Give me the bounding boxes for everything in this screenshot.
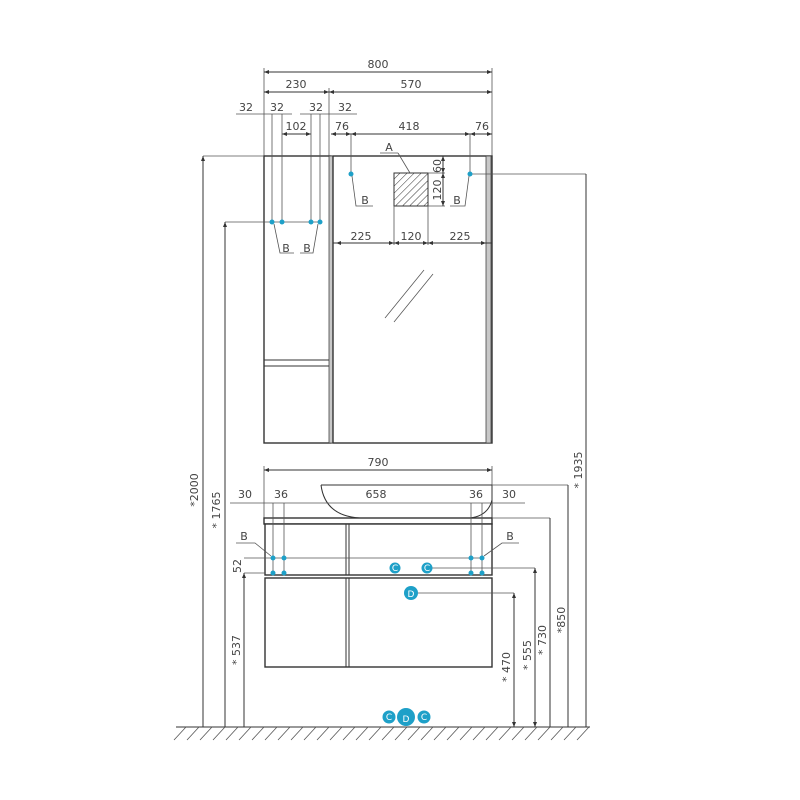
floor-hatch-line bbox=[550, 726, 564, 741]
floor-hatch-line bbox=[394, 726, 408, 741]
height-470: * 470 bbox=[500, 652, 513, 682]
dim-658: 658 bbox=[366, 488, 387, 501]
height-555: * 555 bbox=[521, 640, 534, 670]
dim-30: 30 bbox=[238, 488, 252, 501]
mirror-cabinet: B B A 60 120 225 120 225 bbox=[332, 134, 586, 444]
floor-hatch-line bbox=[472, 726, 486, 741]
label-b: B bbox=[282, 242, 290, 255]
floor-hatch-line bbox=[537, 726, 551, 741]
height-730: * 730 bbox=[536, 625, 549, 655]
top-dimensions: 800 230 570 32 32 32 32 102 76 418 76 bbox=[236, 58, 493, 156]
dim-225: 225 bbox=[351, 230, 372, 243]
dim-52: 52 bbox=[231, 559, 244, 573]
height-850: *850 bbox=[555, 607, 568, 634]
floor-hatch-line bbox=[225, 726, 239, 741]
floor-hatch-line bbox=[407, 726, 421, 741]
marker-d: D bbox=[408, 590, 415, 600]
floor-hatch-line bbox=[173, 726, 187, 741]
dim-32: 32 bbox=[239, 101, 253, 114]
floor-hatch-line bbox=[511, 726, 525, 741]
marker-c: C bbox=[424, 564, 430, 574]
floor-hatch-line bbox=[316, 726, 330, 741]
dim-790: 790 bbox=[368, 456, 389, 469]
floor-hatch-line bbox=[212, 726, 226, 741]
label-b: B bbox=[506, 530, 514, 543]
floor-hatch-line bbox=[199, 726, 213, 741]
height-2000: *2000 bbox=[188, 473, 201, 507]
dim-120-vertical: 120 bbox=[431, 180, 444, 201]
height-1765: * 1765 bbox=[210, 492, 223, 529]
floor-hatch-line bbox=[433, 726, 447, 741]
dim-120: 120 bbox=[401, 230, 422, 243]
floor-hatch-line bbox=[368, 726, 382, 741]
floor-hatch-line bbox=[264, 726, 278, 741]
floor-hatch-line bbox=[563, 726, 577, 741]
dim-418: 418 bbox=[399, 120, 420, 133]
floor-hatch-line bbox=[355, 726, 369, 741]
floor-hatch-line bbox=[420, 726, 434, 741]
dim-800: 800 bbox=[368, 58, 389, 71]
marker-d: D bbox=[403, 715, 410, 725]
dim-570: 570 bbox=[401, 78, 422, 91]
dim-76: 76 bbox=[335, 120, 349, 133]
label-a: A bbox=[385, 141, 393, 154]
height-1935: * 1935 bbox=[572, 452, 585, 489]
floor-hatch-line bbox=[446, 726, 460, 741]
floor-hatch-line bbox=[576, 726, 590, 741]
label-b: B bbox=[361, 194, 369, 207]
floor-hatch-line bbox=[303, 726, 317, 741]
floor-hatch-line bbox=[381, 726, 395, 741]
height-dimensions: *2000 * 1765 * 537 * 470 * 555 * 730 *85… bbox=[188, 155, 587, 727]
floor-hatch-line bbox=[290, 726, 304, 741]
marker-c: C bbox=[392, 564, 398, 574]
vanity: 790 30 36 658 36 30 B B 52 bbox=[230, 456, 525, 668]
floor-hatch-line bbox=[329, 726, 343, 741]
label-b: B bbox=[240, 530, 248, 543]
marker-c: C bbox=[386, 713, 392, 723]
floor-hatch-line bbox=[524, 726, 538, 741]
marker-c: C bbox=[421, 713, 427, 723]
connection-markers: C C D C C D bbox=[382, 484, 568, 726]
dim-32: 32 bbox=[270, 101, 284, 114]
floor-hatch-line bbox=[186, 726, 200, 741]
floor-hatch-line bbox=[498, 726, 512, 741]
floor-hatch-line bbox=[485, 726, 499, 741]
dim-36: 36 bbox=[274, 488, 288, 501]
dim-225: 225 bbox=[450, 230, 471, 243]
height-537: * 537 bbox=[230, 635, 243, 665]
dim-76: 76 bbox=[475, 120, 489, 133]
floor-hatch-line bbox=[238, 726, 252, 741]
floor-hatch-line bbox=[251, 726, 265, 741]
dim-60: 60 bbox=[431, 159, 444, 173]
floor-hatch-line bbox=[277, 726, 291, 741]
dim-230: 230 bbox=[286, 78, 307, 91]
hatched-area-a bbox=[393, 172, 429, 207]
floor bbox=[173, 726, 590, 741]
dim-102: 102 bbox=[286, 120, 307, 133]
label-b: B bbox=[303, 242, 311, 255]
dim-32: 32 bbox=[338, 101, 352, 114]
dim-30: 30 bbox=[502, 488, 516, 501]
dim-36: 36 bbox=[469, 488, 483, 501]
floor-hatch-line bbox=[459, 726, 473, 741]
tall-cabinet: B B bbox=[225, 114, 334, 444]
floor-hatch-line bbox=[342, 726, 356, 741]
dim-32: 32 bbox=[309, 101, 323, 114]
label-b: B bbox=[453, 194, 461, 207]
